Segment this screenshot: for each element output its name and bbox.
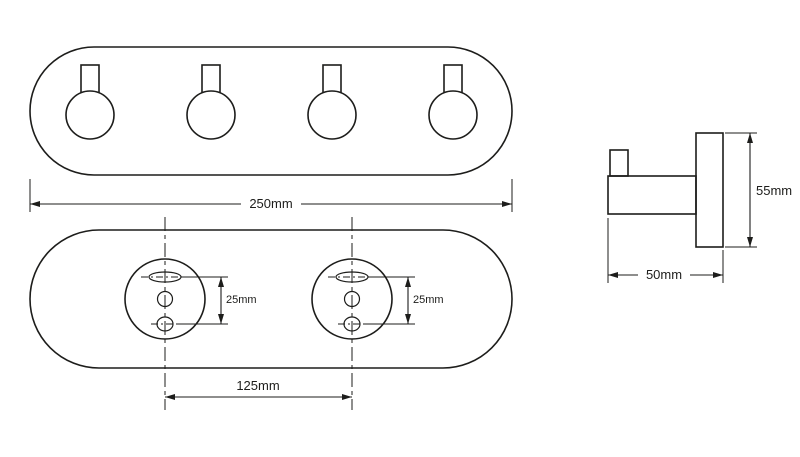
hook-3: [307, 64, 357, 140]
rack-body-back-outline: [29, 229, 513, 369]
dimension-height-55: 55mm: [725, 132, 792, 248]
hook-knob: [428, 90, 478, 140]
hook-tip: [609, 149, 629, 177]
front-view: 250mm: [29, 46, 513, 213]
dimension-hole-spacing-125: 125mm: [165, 378, 352, 400]
hook-1: [65, 64, 115, 140]
dimension-depth-50: 50mm: [607, 218, 724, 283]
screw-hole: [156, 290, 174, 308]
mounting-plate-right: 25mm: [311, 258, 444, 340]
dimension-hole-height-right: 25mm: [363, 276, 444, 325]
side-height-label: 55mm: [756, 183, 792, 198]
hook-knob: [65, 90, 115, 140]
hook-knob: [307, 90, 357, 140]
hook-knob: [186, 90, 236, 140]
extension-lines: [725, 132, 757, 248]
mounting-plate-left: 25mm: [124, 258, 257, 340]
screw-hole: [343, 290, 361, 308]
hook-2: [186, 64, 236, 140]
side-view: 55mm 50mm: [607, 132, 792, 283]
dimension-width-250: 250mm: [29, 179, 513, 213]
hole-height-label-left: 25mm: [226, 294, 257, 306]
label-backing: [241, 194, 301, 213]
mount-circle: [311, 258, 393, 340]
hole-height-label-right: 25mm: [413, 294, 444, 306]
rack-body-outline: [29, 46, 513, 176]
side-depth-label: 50mm: [646, 267, 682, 282]
mount-circle: [124, 258, 206, 340]
wall-plate: [695, 132, 724, 248]
dimension-hole-height-left: 25mm: [176, 276, 257, 325]
hole-spacing-label: 125mm: [236, 378, 279, 393]
hook-4: [428, 64, 478, 140]
front-width-label: 250mm: [249, 196, 292, 211]
mounting-view: 25mm 25mm 125mm: [29, 217, 513, 410]
hook-arm: [607, 175, 697, 215]
label-backing: [638, 265, 690, 283]
